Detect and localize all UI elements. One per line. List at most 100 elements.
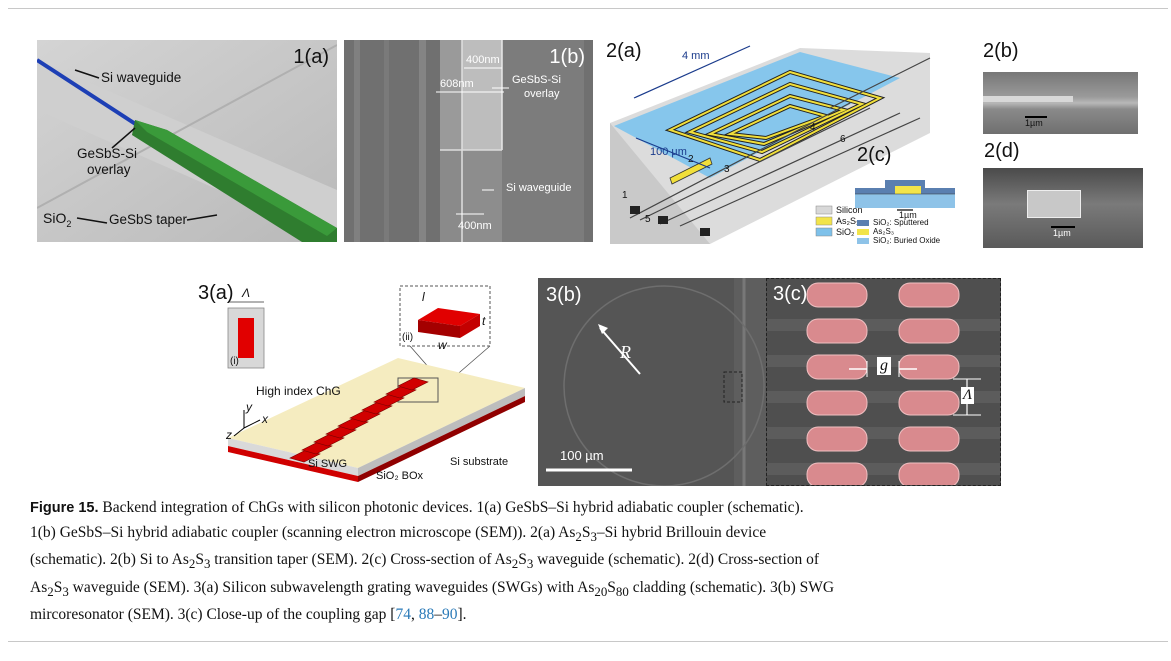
label-overlay-line1: GeSbS-Si (512, 74, 561, 86)
caption-text-3b: S (195, 551, 204, 569)
subscript: 2 (575, 528, 582, 544)
label-400nm-bottom: 400nm (458, 220, 492, 232)
label-n1: 1 (622, 190, 628, 201)
panel-2c: 2(c) 1µm SiO₂: Sputtered As₂S₃ SiO₂: Bur… (855, 144, 955, 245)
caption-lead: Figure 15. (30, 500, 99, 516)
panel-1b-tag: 1(b) (549, 46, 585, 68)
panel-2a: 2(a) 4 mm 100 µm 1 2 3 4 5 6 Silicon As₂… (600, 38, 940, 244)
legend-silicon: Silicon (836, 205, 863, 215)
reference-link[interactable]: 90 (441, 606, 458, 624)
caption-text-4c: waveguide (SEM). 3(a) Silicon subwavelen… (68, 578, 595, 596)
caption-text-3d: S (518, 551, 527, 569)
scale-bar (1025, 116, 1047, 118)
panel-2c-drawing (855, 180, 955, 244)
panel-2b: 2(b) 1µm (953, 40, 1143, 140)
caption-dash: – (434, 606, 442, 624)
caption-text-4b: S (53, 578, 63, 596)
caption-text-1: Backend integration of ChGs with silicon… (98, 499, 804, 516)
label-n2: 2 (688, 154, 694, 165)
scale-label: 100 µm (560, 448, 604, 463)
subscript: 2 (188, 556, 196, 572)
label-radius: R (620, 342, 631, 362)
caption-line-5: mircoresonator (SEM). 3(c) Close-up of t… (30, 603, 1135, 627)
panel-3c: 3(c) g Λ (766, 278, 1001, 486)
label-si-waveguide: Si waveguide (506, 182, 572, 194)
figure-caption: Figure 15. Backend integration of ChGs w… (30, 496, 1135, 627)
label-400nm-top: 400nm (466, 54, 500, 66)
panel-3c-drawing (767, 279, 1000, 485)
caption-text-2: 1(b) GeSbS–Si hybrid adiabatic coupler (… (30, 523, 576, 541)
subscript: 3 (203, 556, 211, 572)
caption-line-2: 1(b) GeSbS–Si hybrid adiabatic coupler (… (30, 521, 1135, 549)
label-si-waveguide: Si waveguide (101, 70, 182, 85)
reference-link[interactable]: 74 (395, 606, 411, 624)
caption-text-3: (schematic). 2(b) Si to As (30, 551, 189, 569)
panel-3a-tag: 3(a) (198, 282, 234, 304)
panel-2a-tag: 2(a) (606, 40, 642, 62)
panel-1b-drawing (344, 40, 593, 242)
legend-as2s3: As₂S₃ (873, 227, 895, 236)
label-sio2-text: SiO (43, 210, 67, 226)
label-n5: 5 (645, 214, 651, 225)
label-sio2: SiO2 (43, 210, 71, 229)
caption-text-2b: S (581, 523, 591, 541)
label-l: l (422, 290, 425, 304)
label-sio2-subscript: 2 (66, 218, 72, 229)
legend-as2s3: As₂S₃ (836, 216, 860, 226)
caption-line-4: As2S3 waveguide (SEM). 3(a) Silicon subw… (30, 576, 1135, 604)
label-period: Λ (961, 387, 975, 404)
label-4mm: 4 mm (682, 50, 710, 62)
label-overlay-line2: overlay (87, 162, 131, 177)
label-n4: 4 (810, 122, 816, 133)
label-w: w (438, 338, 447, 352)
label-gap: g (877, 357, 891, 375)
caption-text-4e: cladding (schematic). 3(b) SWG (628, 578, 835, 596)
label-si-substrate: Si substrate (450, 456, 509, 468)
panel-3c-tag: 3(c) (773, 283, 808, 305)
label-high-index-chg: High index ChG (256, 384, 341, 398)
caption-text-4d: S (607, 578, 616, 596)
subscript: 3 (590, 528, 597, 544)
subscript: 3 (62, 583, 69, 599)
panel-3b-tag: 3(b) (546, 284, 582, 306)
panel-3b: 3(b) R 100 µm (538, 278, 766, 486)
caption-end: ]. (457, 606, 467, 624)
scale-bar (1051, 226, 1075, 228)
subscript: 2 (511, 556, 519, 572)
caption-text-2c: –Si hybrid Brillouin device (596, 523, 767, 541)
caption-text-5: mircoresonator (SEM). 3(c) Close-up of t… (30, 606, 396, 624)
caption-separator: , (410, 606, 419, 624)
label-axis-z: z (226, 428, 232, 442)
panel-2b-image: 1µm (983, 72, 1138, 134)
panel-1a-tag: 1(a) (293, 46, 329, 68)
panel-1b: 1(b) 400nm 608nm GeSbS-Si overlay Si wav… (344, 40, 593, 242)
scale-label: 1µm (899, 210, 917, 220)
label-si-swg: Si SWG (308, 458, 348, 470)
panel-2b-tag: 2(b) (983, 40, 1019, 62)
label-n3: 3 (724, 164, 730, 175)
label-100um: 100 µm (650, 146, 687, 158)
subscript: 20 (594, 583, 608, 599)
label-ii: (ii) (402, 332, 414, 343)
reference-link[interactable]: 88 (418, 606, 435, 624)
waveguide-block (1027, 190, 1081, 218)
subscript: 3 (526, 556, 534, 572)
caption-text-3e: waveguide (schematic). 2(d) Cross-sectio… (533, 551, 820, 569)
caption-line-3: (schematic). 2(b) Si to As2S3 transition… (30, 548, 1135, 576)
panel-3a-drawing (227, 285, 525, 482)
panel-2c-tag: 2(c) (857, 144, 892, 166)
label-axis-y: y (246, 400, 252, 414)
legend-sputtered: SiO₂: Sputtered (873, 218, 929, 227)
scale-label: 1µm (1025, 118, 1043, 128)
caption-text-4: As (30, 578, 48, 596)
panel-2d-image: 1µm (983, 168, 1143, 248)
legend-sio2: SiO₂ (836, 227, 855, 237)
panel-3a: 3(a) Λ (i) (ii) l t w High index ChG Si … (198, 278, 525, 486)
scale-label: 1µm (1053, 228, 1071, 238)
label-t: t (482, 314, 486, 328)
label-overlay-line1: GeSbS-Si (77, 146, 138, 161)
panel-2a-drawing (610, 45, 931, 244)
subscript: 80 (615, 583, 629, 599)
caption-line-1: Figure 15. Backend integration of ChGs w… (30, 496, 1135, 521)
label-lambda: Λ (242, 286, 251, 300)
